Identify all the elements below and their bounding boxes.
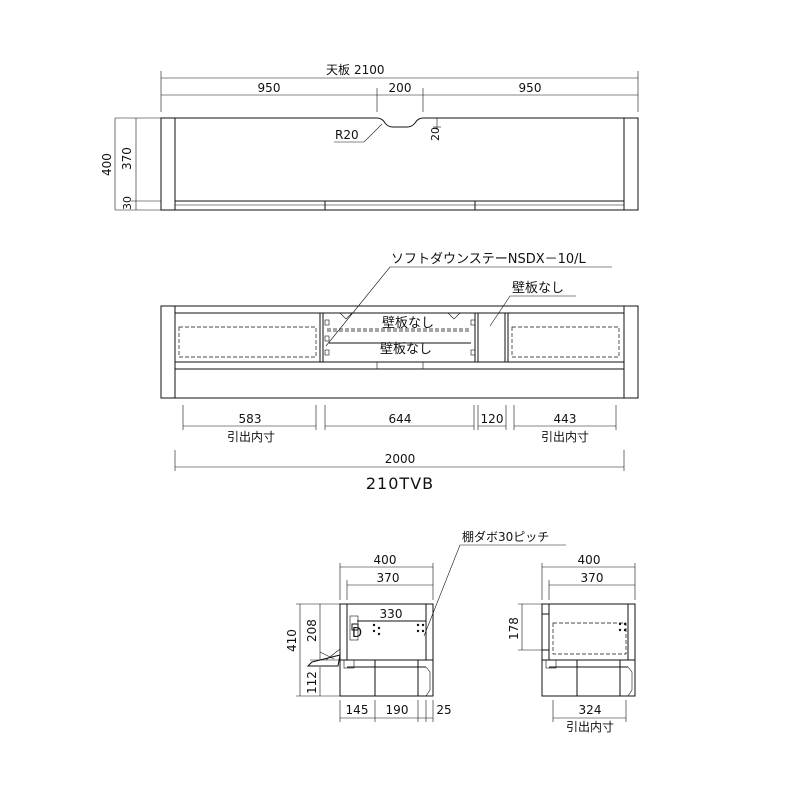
no-back-panel-callout: 壁板なし: [512, 281, 564, 296]
front-dim-4: 443: [554, 412, 577, 426]
side-left-width-outer: 400: [374, 553, 397, 567]
side-left-width-inner: 370: [377, 571, 400, 585]
side-right-drawer-width: 324: [579, 703, 602, 717]
top-center-dim: 200: [389, 81, 412, 95]
front-dim-2: 644: [389, 412, 412, 426]
no-back-panel-center-2: 壁板なし: [380, 342, 432, 357]
side-right-inner-note: 引出内寸: [566, 720, 614, 734]
top-left-dim: 950: [258, 81, 281, 95]
drawer-inner-note-left: 引出内寸: [227, 430, 275, 444]
side-right-width-outer: 400: [578, 553, 601, 567]
side-left-bottom-2: 190: [386, 703, 409, 717]
notch-depth-dim: 20: [429, 127, 442, 141]
svg-text:D: D: [352, 626, 362, 641]
model-name: 210TVB: [366, 474, 434, 493]
side-view-right: 400 370 178 324 引出内寸: [507, 553, 636, 734]
front-dim-1: 583: [239, 412, 262, 426]
side-left-bottom-1: 145: [346, 703, 369, 717]
drawer-inner-note-right: 引出内寸: [541, 430, 589, 444]
side-view-left: 棚ダボ30ピッチ 400 370 330 D: [285, 529, 566, 722]
side-right-height-inner: 178: [507, 617, 521, 640]
shelf-pin-callout: 棚ダボ30ピッチ: [462, 529, 549, 544]
top-view: 天板 2100 950 200 950 R20 20 400 370 30: [100, 63, 639, 211]
radius-label: R20: [335, 128, 359, 142]
top-height-lower-dim: 30: [121, 196, 134, 210]
side-left-height-total: 410: [285, 629, 299, 652]
top-right-dim: 950: [519, 81, 542, 95]
side-left-height-lower: 112: [305, 671, 319, 694]
top-board-label: 天板: [326, 63, 350, 77]
front-total-dim: 2000: [385, 452, 416, 466]
top-height-dim: 400: [100, 153, 114, 176]
shelf-width-dim: 330: [380, 607, 403, 621]
no-back-panel-center-1: 壁板なし: [382, 316, 434, 331]
soft-down-stay-callout: ソフトダウンステーNSDX－10/L: [391, 252, 587, 267]
side-left-height-upper: 208: [305, 619, 319, 642]
front-dim-3: 120: [481, 412, 504, 426]
side-left-bottom-3: 25: [436, 703, 451, 717]
top-total-dim: 2100: [354, 63, 385, 77]
front-view: 壁板なし 壁板なし ソフトダウンステーNSDX－10/L 壁板なし 583 64…: [160, 252, 639, 493]
top-height-upper-dim: 370: [120, 147, 134, 170]
side-right-width-inner: 370: [581, 571, 604, 585]
